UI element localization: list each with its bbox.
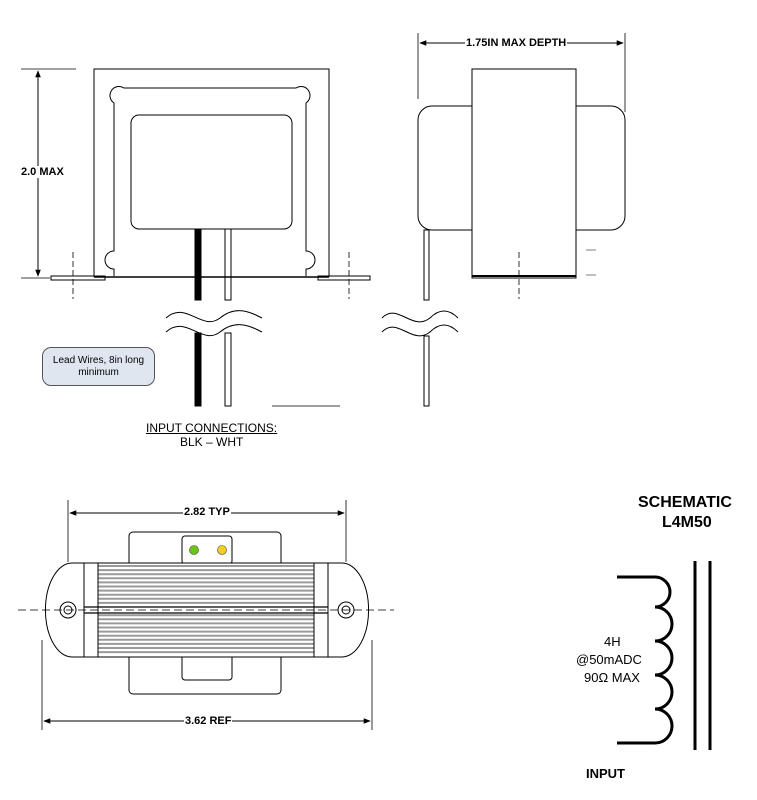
schematic-symbol: [617, 561, 712, 750]
mount-tab-right: [317, 275, 371, 281]
typ-dimension-label: 2.82 TYP: [183, 506, 231, 518]
inductance-label: 4H: [604, 634, 621, 649]
lead-black-upper: [194, 228, 202, 301]
lead-white-upper: [224, 228, 232, 301]
inductor-coil: [617, 575, 674, 745]
core-window: [130, 114, 293, 230]
frame-outline: [93, 68, 330, 277]
front-view: [21, 68, 371, 407]
schematic-input-label: INPUT: [586, 766, 625, 781]
bottom-view: [18, 500, 394, 730]
input-connections-title: INPUT CONNECTIONS:: [146, 421, 278, 435]
height-dimension-label: 2.0 MAX: [21, 166, 64, 178]
input-connections-wires: BLK – WHT: [180, 435, 244, 449]
schematic-model: L4M50: [662, 514, 712, 531]
lead-wires-note: Lead Wires, 8in long minimum: [42, 347, 155, 386]
lead-black-lower: [194, 332, 202, 407]
terminal-led-yellow: [217, 545, 227, 555]
winding-stripes: [98, 565, 314, 654]
terminal-led-green: [189, 545, 199, 555]
clamp-profile: [471, 68, 577, 279]
current-label: @50mADC: [576, 652, 642, 667]
lead-white-lower: [224, 332, 232, 407]
side-view: [381, 33, 626, 407]
resistance-label: 90Ω MAX: [584, 670, 640, 685]
ref-dimension-label: 3.62 REF: [184, 715, 233, 727]
mount-tab-left: [50, 275, 106, 281]
schematic-title: SCHEMATIC: [638, 494, 732, 511]
depth-dimension-label: 1.75IN MAX DEPTH: [465, 37, 568, 49]
